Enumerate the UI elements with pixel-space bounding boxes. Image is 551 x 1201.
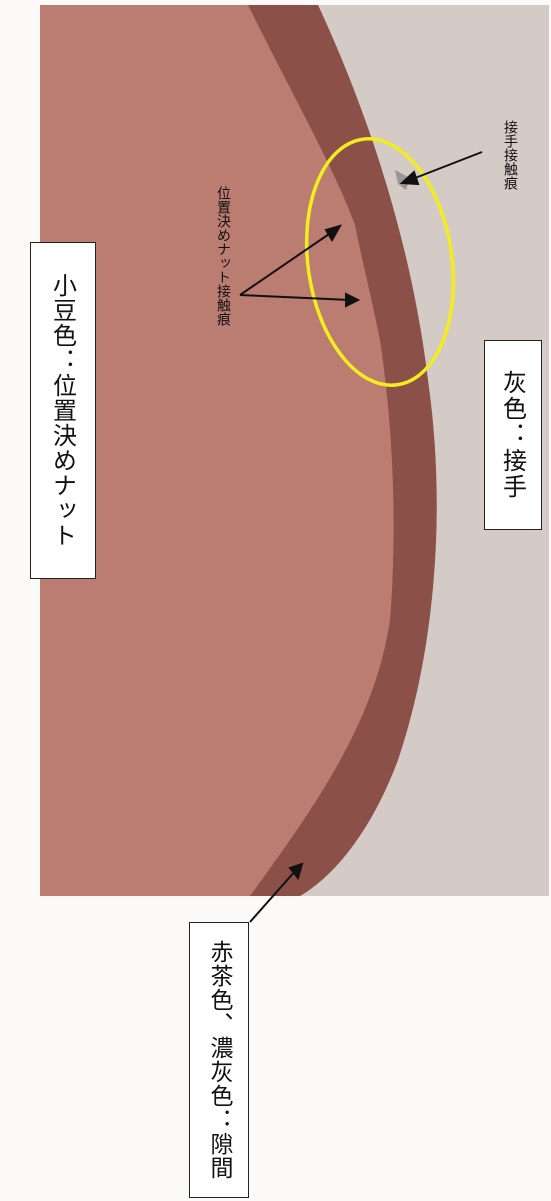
joint-contact-label: 接手接触痕 (502, 120, 518, 190)
joint-contact-arrow (399, 151, 483, 186)
joint-contact-mark (395, 170, 410, 190)
nut-contact-label: 位置決めナット接触痕 (215, 186, 231, 326)
highlight-ellipse (304, 137, 456, 387)
joint-label: 灰色：接手 (484, 340, 542, 530)
gap-label: 赤茶色、濃灰色：隙間 (189, 922, 249, 1198)
nut-contact-arrows (239, 224, 361, 308)
nut-label: 小豆色：位置決めナット (30, 242, 96, 579)
gap-arrow (249, 862, 304, 923)
